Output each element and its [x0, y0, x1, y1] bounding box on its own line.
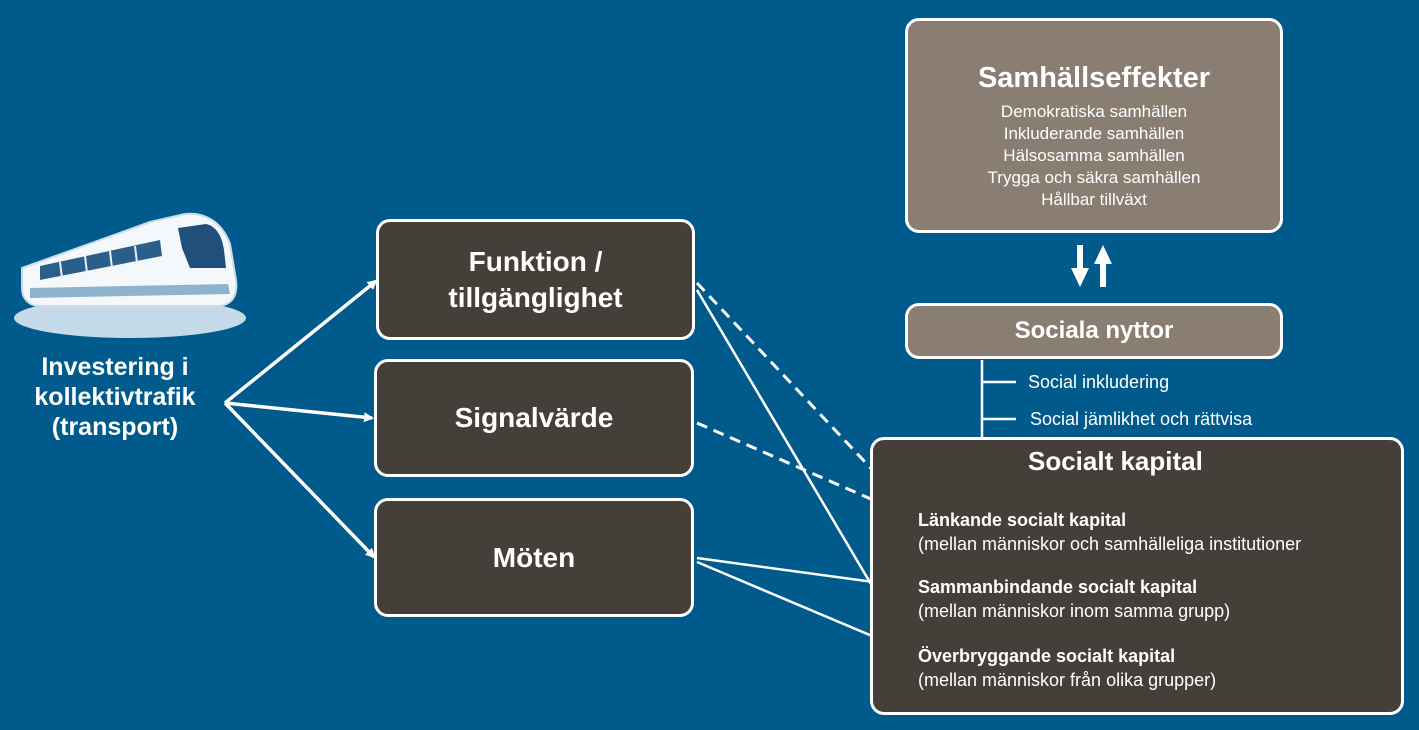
source-label-line: Investering i	[41, 353, 189, 381]
sociala-nyttor-title: Sociala nyttor	[1014, 317, 1174, 344]
kapital-type-desc: (mellan människor och samhälleliga insti…	[918, 534, 1302, 554]
sociala-nyttor-item: Social inkludering	[1028, 372, 1170, 392]
source-label: Investering i kollektivtrafik (transport…	[0, 352, 230, 442]
kapital-type-desc: (mellan människor från olika grupper)	[918, 670, 1217, 690]
source-label-line: (transport)	[51, 413, 179, 441]
arrow-to-funktion	[223, 279, 378, 405]
kapital-type-name: Sammanbindande socialt kapital	[918, 577, 1198, 597]
signalvarde-label: Signalvärde	[454, 402, 614, 433]
moten-box: Möten	[374, 498, 694, 617]
funktion-label-line: tillgänglighet	[448, 281, 623, 313]
bidirectional-arrow-icon	[1071, 245, 1112, 287]
samhallseffekter-item: Hållbar tillväxt	[1041, 190, 1147, 209]
socialt-kapital-box	[870, 437, 1404, 715]
source-label-line: kollektivtrafik	[34, 383, 196, 411]
kapital-type-name: Länkande socialt kapital	[918, 510, 1127, 530]
funktion-box: Funktion / tillgänglighet	[376, 219, 695, 340]
kapital-type-overbryggande: Överbryggande socialt kapital (mellan mä…	[918, 644, 1216, 692]
samhallseffekter-item: Trygga och säkra samhällen	[987, 168, 1201, 187]
socialt-kapital-title: Socialt kapital	[1028, 446, 1203, 476]
samhallseffekter-box: Samhällseffekter Demokratiska samhällen …	[905, 18, 1283, 233]
samhallseffekter-item: Demokratiska samhällen	[1000, 102, 1188, 121]
sociala-nyttor-box: Sociala nyttor	[905, 303, 1283, 359]
arrow-to-moten	[223, 401, 376, 559]
train-icon	[14, 212, 246, 338]
samhallseffekter-item: Inkluderande samhällen	[1003, 124, 1185, 143]
samhallseffekter-title: Samhällseffekter	[977, 62, 1211, 94]
kapital-type-sammanbindande: Sammanbindande socialt kapital (mellan m…	[918, 575, 1230, 623]
funktion-label-line: Funktion /	[468, 245, 603, 277]
kapital-type-desc: (mellan människor inom samma grupp)	[918, 601, 1231, 621]
arrow-to-signalvarde	[224, 401, 374, 423]
signalvarde-box: Signalvärde	[374, 359, 694, 477]
kapital-type-lankande: Länkande socialt kapital (mellan människ…	[918, 508, 1301, 556]
samhallseffekter-item: Hälsosamma samhällen	[1003, 146, 1185, 165]
kapital-type-name: Överbryggande socialt kapital	[918, 646, 1176, 666]
sociala-nyttor-item: Social jämlikhet och rättvisa	[1030, 409, 1253, 429]
samhallseffekter-list: Demokratiska samhällen Inkluderande samh…	[908, 101, 1280, 211]
moten-label: Möten	[492, 541, 576, 573]
